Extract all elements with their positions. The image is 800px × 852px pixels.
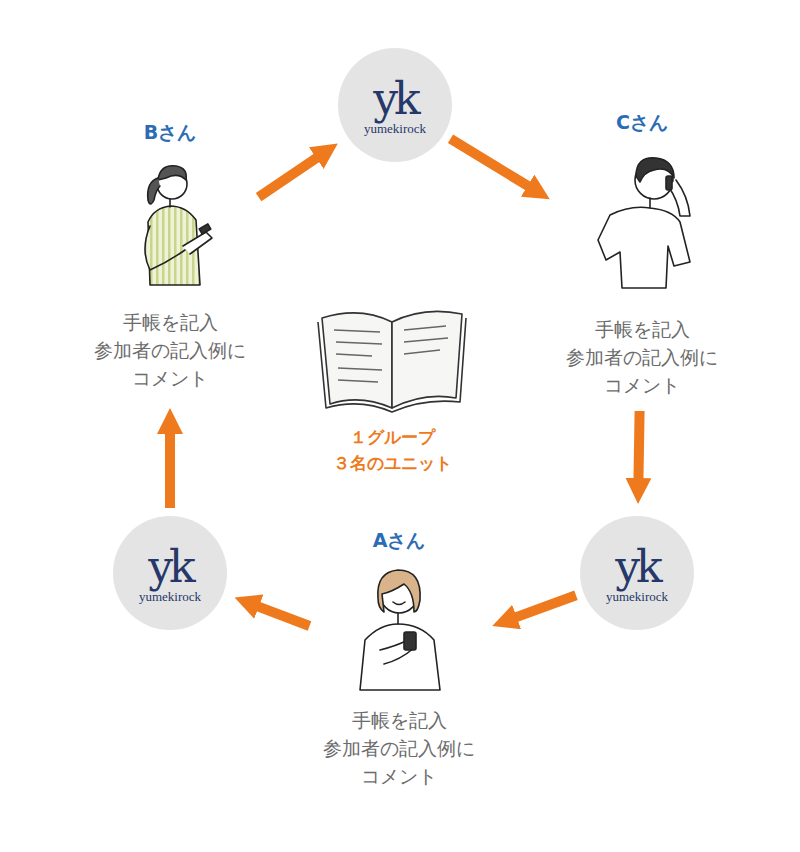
person-a-figure-part — [393, 602, 405, 605]
task-text: 手帳を記入 参加者の記入例に コメント — [94, 308, 246, 392]
person-c-figure — [598, 158, 690, 288]
person-b-figure-part — [199, 224, 211, 234]
person-b-figure-part — [183, 232, 212, 254]
person-a-figure-part — [404, 632, 416, 650]
person-a-figure-part — [397, 613, 399, 624]
participant-name: Bさん — [144, 118, 196, 146]
notebook-illustration-part-part — [338, 368, 382, 370]
notebook-illustration-part-part — [336, 342, 382, 344]
person-c-figure-part — [598, 207, 690, 288]
person-b-figure — [145, 166, 212, 285]
person-b-figure-part — [148, 178, 160, 204]
logo-wordmark: yumekirock — [139, 589, 201, 605]
notebook-illustration-part-part — [338, 380, 378, 382]
participant-node: Aさん手帳を記入 参加者の記入例に コメント — [317, 526, 481, 794]
person-b-figure-part — [145, 226, 185, 270]
task-text: 手帳を記入 参加者の記入例に コメント — [323, 706, 475, 790]
participant-node: Bさん手帳を記入 参加者の記入例に コメント — [88, 118, 252, 396]
notebook-illustration-part-part — [334, 330, 380, 332]
notebook-illustration-part — [318, 318, 466, 412]
notebook-illustration-part — [334, 326, 448, 382]
participant-name: Cさん — [616, 108, 668, 136]
person-c-figure-part — [649, 198, 651, 208]
person-a-figure-part — [378, 570, 420, 612]
group-caption: １グループ ３名のユニット — [333, 424, 452, 476]
notebook-illustration-part-part — [404, 326, 446, 330]
flow-arrow — [255, 605, 309, 626]
flow-arrow — [638, 411, 639, 482]
person-b-figure-part — [158, 166, 186, 180]
logo-wordmark: yumekirock — [364, 121, 426, 137]
notebook-illustration-part — [322, 313, 392, 408]
notebook-illustration-part-part — [404, 350, 440, 354]
flow-arrow — [513, 595, 576, 618]
logo-mark: yk — [148, 545, 192, 589]
logo-circle: ykyumekirock — [338, 48, 452, 162]
flow-arrow — [259, 156, 320, 197]
notebook-illustration-part-part — [336, 354, 372, 356]
notebook-illustration — [318, 311, 466, 412]
notebook-illustration-part-part — [404, 338, 448, 342]
flow-arrow — [451, 139, 532, 188]
logo-mark: yk — [373, 77, 417, 121]
person-a-figure — [360, 570, 440, 690]
logo-wordmark: yumekirock — [606, 589, 668, 605]
logo-circle: ykyumekirock — [580, 516, 694, 630]
notebook-illustration-part — [392, 311, 462, 408]
person-c-figure-part — [666, 176, 672, 190]
logo-mark: yk — [615, 545, 659, 589]
task-text: 手帳を記入 参加者の記入例に コメント — [566, 315, 718, 399]
logo-circle: ykyumekirock — [113, 516, 227, 630]
flow-arrow — [165, 430, 175, 508]
person-b-figure-part — [169, 199, 171, 207]
participant-node: Cさん手帳を記入 参加者の記入例に コメント — [560, 108, 724, 403]
participant-name: Aさん — [373, 526, 426, 554]
person-a-figure-part — [360, 624, 440, 690]
